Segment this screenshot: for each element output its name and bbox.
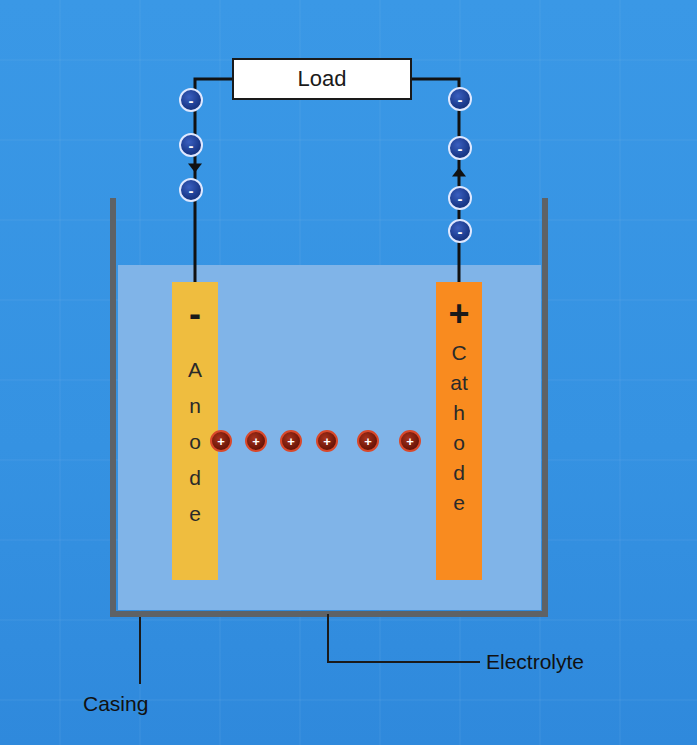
arrow-head [188, 164, 202, 173]
casing [113, 198, 545, 614]
electron: - [448, 219, 472, 243]
cathode-electrode: + Cathode [436, 282, 482, 580]
load-box: Load [232, 58, 412, 100]
arrow-head [452, 168, 466, 177]
polarity-sign: + [448, 296, 469, 332]
electron: - [448, 186, 472, 210]
leader-line [139, 617, 141, 684]
ion: + [210, 430, 232, 452]
electrode-label: Anode [185, 352, 206, 532]
electron: - [179, 133, 203, 157]
polarity-sign: - [189, 296, 201, 332]
wire-line [412, 79, 459, 282]
electrolyte-label: Electrolyte [486, 650, 584, 674]
leader-line [328, 614, 480, 662]
casing-label: Casing [83, 692, 148, 716]
wire-line [195, 79, 232, 282]
ion: + [316, 430, 338, 452]
ion: + [357, 430, 379, 452]
ion-sign: + [252, 435, 260, 448]
electron-sign: - [189, 183, 194, 198]
ion-sign: + [364, 435, 372, 448]
ion: + [245, 430, 267, 452]
load-label: Load [298, 66, 347, 92]
ion-sign: + [323, 435, 331, 448]
ion-sign: + [217, 435, 225, 448]
electron: - [179, 178, 203, 202]
anode-electrode: - Anode [172, 282, 218, 580]
electrode-label: Cathode [449, 338, 470, 518]
ion-sign: + [406, 435, 414, 448]
ion: + [399, 430, 421, 452]
electron: - [179, 88, 203, 112]
electron-sign: - [458, 141, 463, 156]
electron-sign: - [458, 92, 463, 107]
electron-sign: - [458, 224, 463, 239]
electron-sign: - [189, 93, 194, 108]
electron: - [448, 87, 472, 111]
electrolyte [118, 265, 541, 610]
ion-sign: + [287, 435, 295, 448]
electron-sign: - [189, 138, 194, 153]
ion: + [280, 430, 302, 452]
electron-sign: - [458, 191, 463, 206]
electron: - [448, 136, 472, 160]
